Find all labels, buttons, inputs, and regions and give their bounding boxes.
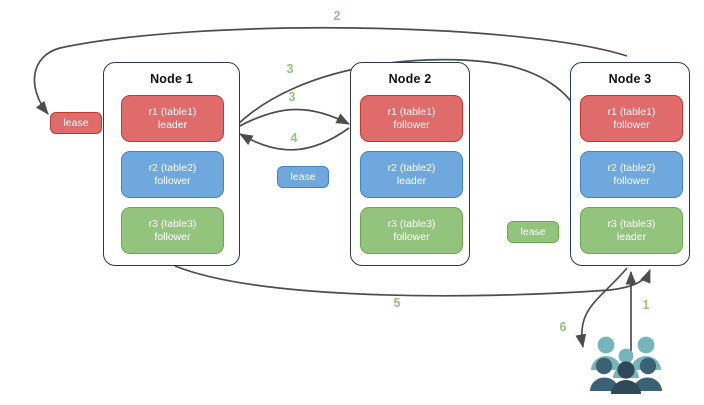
replica-node1-r1[interactable]: r1 (table1) leader — [121, 95, 224, 142]
arrow-step-5 — [174, 265, 651, 297]
arrow-step-3-to-node2 — [235, 108, 350, 129]
node-title-1: Node 1 — [150, 72, 193, 86]
replica-node2-r1[interactable]: r1 (table1) follower — [360, 95, 463, 142]
replica-name: r1 (table1) — [148, 105, 197, 118]
replica-name: r2 (table2) — [607, 161, 656, 174]
replica-name: r2 (table2) — [148, 161, 197, 174]
node-box-2: Node 2 r1 (table1) follower r2 (table2) … — [350, 62, 470, 266]
replica-name: r1 (table1) — [387, 105, 436, 118]
replica-role: follower — [154, 174, 191, 187]
step-label-1: 1 — [642, 298, 650, 312]
step-label-3-node2: 3 — [288, 90, 296, 104]
replica-node3-r3[interactable]: r3 (table3) leader — [580, 207, 683, 254]
replica-node2-r2[interactable]: r2 (table2) leader — [360, 151, 463, 198]
replica-role: follower — [393, 118, 430, 131]
node-box-1: Node 1 r1 (table1) leader r2 (table2) fo… — [103, 62, 240, 266]
replica-role: follower — [613, 118, 650, 131]
replica-name: r3 (table3) — [387, 217, 436, 230]
node-title-2: Node 2 — [388, 72, 432, 86]
replica-name: r3 (table3) — [148, 217, 197, 230]
replica-name: r1 (table1) — [607, 105, 656, 118]
lease-box-table2[interactable]: lease — [277, 166, 329, 188]
replica-role: follower — [154, 230, 191, 243]
replica-role: leader — [616, 230, 647, 243]
replica-name: r2 (table2) — [387, 161, 436, 174]
step-label-6: 6 — [559, 320, 567, 334]
step-label-3-node3: 3 — [286, 62, 294, 76]
lease-box-table1[interactable]: lease — [50, 112, 102, 134]
replica-node2-r3[interactable]: r3 (table3) follower — [360, 207, 463, 254]
lease-box-table3[interactable]: lease — [507, 221, 559, 243]
replica-role: follower — [393, 230, 430, 243]
replica-role: follower — [613, 174, 650, 187]
step-label-4: 4 — [290, 131, 298, 145]
step-label-5: 5 — [393, 296, 401, 310]
node-title-3: Node 3 — [608, 72, 652, 86]
replica-node3-r1[interactable]: r1 (table1) follower — [580, 95, 683, 142]
replica-name: r3 (table3) — [607, 217, 656, 230]
users-group-icon — [590, 336, 662, 394]
replica-role: leader — [396, 174, 427, 187]
replica-node1-r3[interactable]: r3 (table3) follower — [121, 207, 224, 254]
node-box-3: Node 3 r1 (table1) follower r2 (table2) … — [570, 62, 690, 266]
replica-node1-r2[interactable]: r2 (table2) follower — [121, 151, 224, 198]
replica-node3-r2[interactable]: r2 (table2) follower — [580, 151, 683, 198]
replica-role: leader — [157, 118, 188, 131]
step-label-2: 2 — [333, 9, 341, 23]
